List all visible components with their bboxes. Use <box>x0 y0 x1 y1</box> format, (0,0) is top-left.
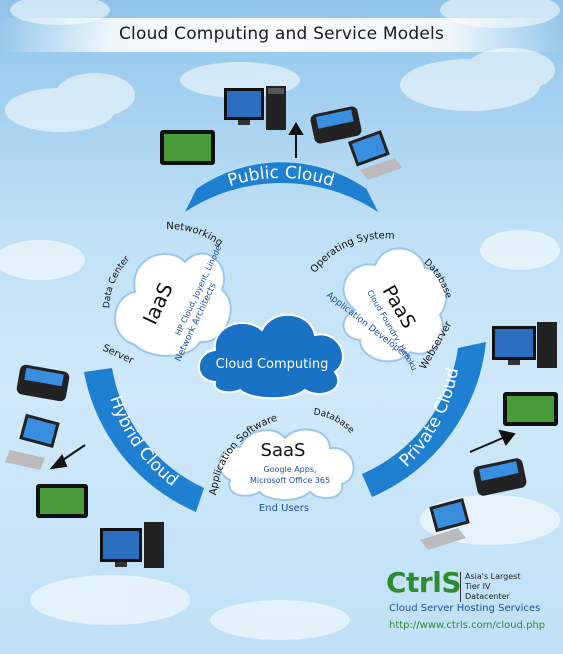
brand-logo: CtrlS <box>386 566 462 599</box>
brand-tagline-line2: Tier IV Datacenter <box>465 582 510 601</box>
brand-url-link[interactable]: http://www.ctrls.com/cloud.php <box>389 620 546 631</box>
hybrid-desktop-icon <box>100 522 164 568</box>
public-phone-icon <box>310 106 362 144</box>
brand-tagline: Asia's Largest Tier IV Datacenter <box>460 572 535 602</box>
title-banner <box>0 18 563 52</box>
private-tablet-icon <box>503 392 558 426</box>
public-tablet-icon <box>160 130 215 165</box>
hybrid-tablet-icon <box>36 484 88 518</box>
arrow-private <box>469 436 506 453</box>
public-cloud-arc <box>185 161 378 212</box>
private-phone-icon <box>473 458 527 496</box>
center-cloud <box>197 313 344 400</box>
hybrid-phone-icon <box>16 364 70 402</box>
iaas-networking-label: Networking <box>166 221 224 249</box>
brand-tagline-line1: Asia's Largest <box>465 572 521 581</box>
saas-providers-line2: Microsoft Office 365 <box>250 476 330 485</box>
iaas-server-label: Server <box>101 343 136 367</box>
brand-block: CtrlS Asia's Largest Tier IV Datacenter <box>386 566 521 602</box>
paas-cloud <box>342 247 448 363</box>
saas-name: SaaS <box>261 440 306 461</box>
public-laptop-icon <box>347 130 402 180</box>
private-cloud-arc <box>362 342 486 497</box>
public-desktop-icon <box>224 86 286 130</box>
saas-cloud <box>218 428 355 501</box>
page-title: Cloud Computing and Service Models <box>118 24 445 44</box>
private-laptop-icon <box>420 498 470 550</box>
hybrid-laptop-icon <box>5 413 60 470</box>
saas-users: End Users <box>259 503 309 514</box>
hybrid-cloud-arc <box>84 368 204 512</box>
center-label: Cloud Computing <box>216 357 329 372</box>
private-desktop-icon <box>492 322 557 368</box>
saas-providers-line1: Google Apps, <box>263 465 316 474</box>
iaas-cloud <box>114 252 232 357</box>
brand-service: Cloud Server Hosting Services <box>389 603 541 614</box>
